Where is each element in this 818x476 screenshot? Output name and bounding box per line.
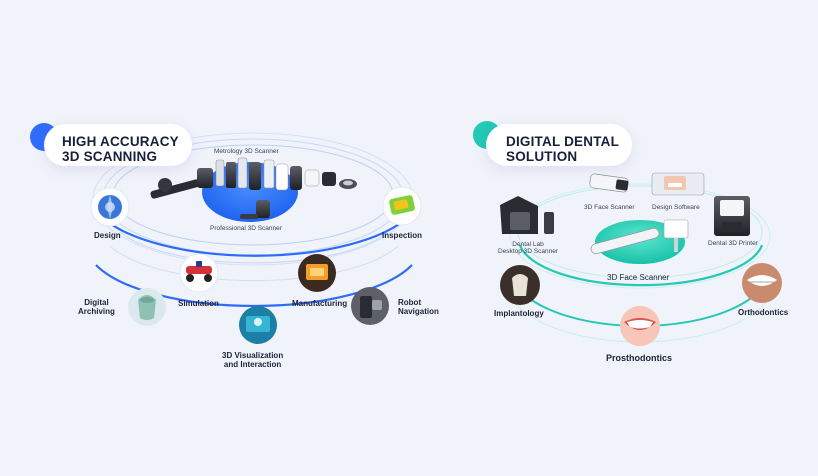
face-scanner-product-icon [589,173,629,193]
simulation-icon [179,253,219,293]
manufacturing-label: Manufacturing [292,299,348,308]
3d-visualization-line1: 3D Visualization [222,351,284,360]
design-icon [90,187,130,227]
face-scanner-product-label: 3D Face Scanner [584,204,635,211]
robot-navigation-icon [351,287,389,325]
dental-3d-printer-icon [714,196,750,236]
lab-desktop-scanner-icon [500,196,554,234]
left-title-pill [44,124,192,166]
left-title-line1: HIGH ACCURACY [62,134,179,149]
implantology-label: Implantology [494,309,544,318]
orthodontics-icon [742,263,782,303]
lab-scanner-label: Dental Lab Desktop 3D Scanner [498,241,558,256]
design-software-icon [651,172,705,196]
robot-navigation-line1: Robot [398,298,422,307]
metrology-scanners-icon [150,157,357,219]
dental-printer-label: Dental 3D Printer [708,240,758,247]
inspection-label: Inspection [382,231,423,240]
digital-archiving-line1: Digital [84,298,109,307]
digital-archiving-icon [128,288,166,326]
design-label: Design [94,231,121,240]
simulation-label: Simulation [178,299,219,308]
prosthodontics-icon [620,306,660,346]
left-title-line2: 3D SCANNING [62,148,158,164]
intraoral-scanner-icon [590,219,689,255]
orthodontics-label: Orthodontics [738,308,789,317]
right-title-line2: SOLUTION [506,148,578,164]
robot-navigation-line2: Navigation [398,307,439,317]
lab-scanner-line2: Desktop 3D Scanner [498,248,558,256]
professional-scanner-label: Professional 3D Scanner [210,225,282,232]
3d-visualization-line2: and Interaction [223,360,282,370]
right-title-pill [486,124,632,166]
implantology-icon [500,265,540,305]
face-scanner-center-label: 3D Face Scanner [607,273,670,282]
3d-visualization-icon [239,306,277,344]
right-title: DIGITAL DENTAL SOLUTION [506,134,620,165]
design-software-label: Design Software [652,204,700,211]
right-title-line1: DIGITAL DENTAL [506,134,620,149]
3d-visualization-label: 3D Visualization and Interaction [222,351,283,369]
inspection-icon [382,186,422,226]
left-title: HIGH ACCURACY 3D SCANNING [62,134,179,165]
robot-navigation-label: Robot Navigation [398,298,439,316]
manufacturing-icon [298,254,336,292]
digital-archiving-line2: Archiving [78,307,115,317]
prosthodontics-label: Prosthodontics [606,353,673,363]
digital-archiving-label: Digital Archiving [78,298,115,316]
metrology-scanner-label: Metrology 3D Scanner [214,148,279,155]
lab-scanner-line1: Dental Lab [512,241,544,248]
